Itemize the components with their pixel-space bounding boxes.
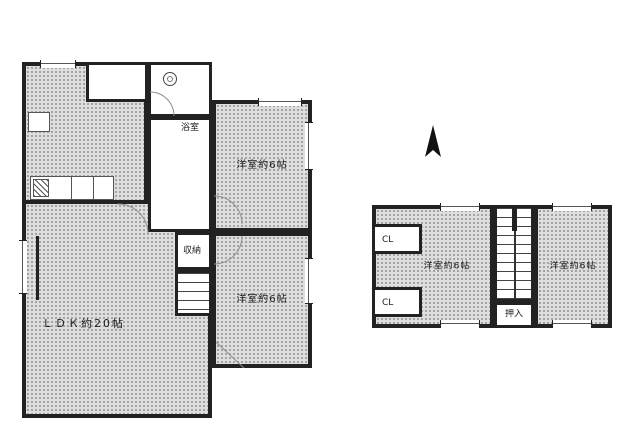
storage-label: 収納 xyxy=(183,246,202,256)
toilet-icon xyxy=(163,72,177,86)
floor2-room-left-label: 洋室約6帖 xyxy=(423,261,471,271)
floor1-bedroom-bottom: 洋室約6帖 xyxy=(212,232,312,368)
floor2-wall-stub xyxy=(512,205,517,231)
floor2-closet-top: CL xyxy=(372,224,422,254)
floor2-bedroom-right: 洋室約6帖 xyxy=(534,205,612,328)
ldk-label: ＬＤＫ約20帖 xyxy=(42,317,125,330)
floor1-bathroom xyxy=(86,62,148,102)
window xyxy=(552,320,592,328)
window xyxy=(19,240,27,294)
window xyxy=(305,258,313,304)
floor1-hall: 浴室 xyxy=(148,117,212,232)
closet-bottom-label: CL xyxy=(382,298,394,308)
kitchen-counter xyxy=(30,176,114,200)
oshiire-label: 押入 xyxy=(504,309,523,320)
floor1-washroom xyxy=(148,62,212,117)
floor1-stairs xyxy=(175,270,212,316)
bath-label: 浴室 xyxy=(181,123,200,133)
stair-rail xyxy=(514,208,516,299)
floor1-bedroom-top: 洋室約6帖 xyxy=(212,100,312,232)
ldk-partition-wall xyxy=(36,236,39,300)
bedroom-top-label: 洋室約6帖 xyxy=(236,160,288,171)
floor2-room-right-label: 洋室約6帖 xyxy=(549,261,597,271)
window xyxy=(440,320,480,328)
kitchen-stove-icon xyxy=(33,179,49,197)
closet-top-label: CL xyxy=(382,235,394,245)
window xyxy=(258,98,302,106)
window xyxy=(552,203,592,211)
kitchen-equipment-box xyxy=(28,112,50,132)
north-arrow-icon xyxy=(425,125,441,157)
window xyxy=(305,122,313,170)
floor2-oshiire: 押入 xyxy=(494,302,534,328)
window xyxy=(440,203,480,211)
floor2-closet-bottom: CL xyxy=(372,287,422,317)
bedroom-bottom-label: 洋室約6帖 xyxy=(236,294,288,305)
counter-divider xyxy=(71,177,72,199)
window xyxy=(40,60,76,68)
counter-divider xyxy=(93,177,94,199)
floor1-storage: 収納 xyxy=(175,232,212,270)
